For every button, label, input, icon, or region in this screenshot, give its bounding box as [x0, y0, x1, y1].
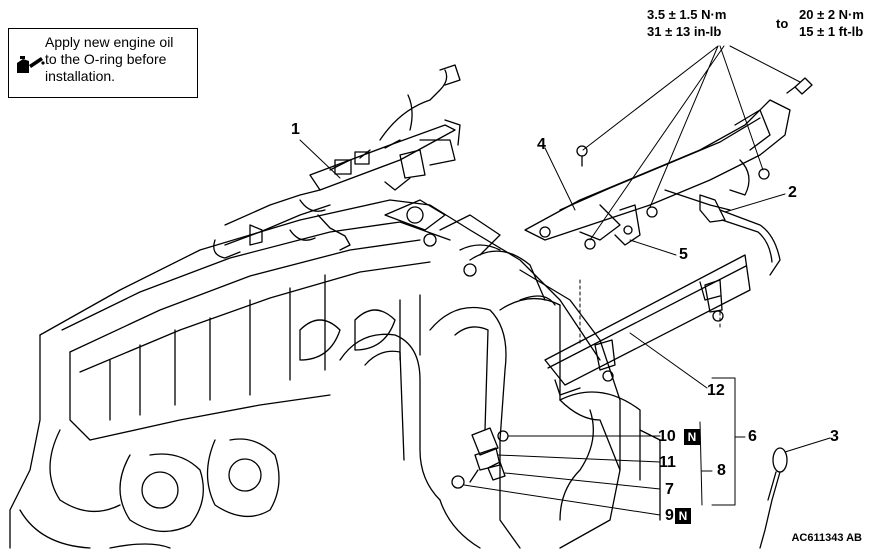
- harness-protector-12-drawing: [544, 254, 751, 396]
- callout-7: 7: [665, 481, 674, 498]
- figure-id: AC611343 AB: [791, 532, 862, 544]
- note-line-3: installation.: [45, 68, 116, 84]
- callout-10: 10: [658, 428, 676, 445]
- torque-joiner: to: [776, 16, 789, 31]
- callout-9: 9: [665, 507, 674, 524]
- torque-max-ftlb: 15 ± 1 ft-lb: [799, 24, 864, 39]
- callout-5: 5: [679, 246, 688, 263]
- torque-min-inlb: 31 ± 13 in-lb: [647, 24, 722, 39]
- callout-1: 1: [291, 121, 300, 138]
- oil-can-icon: [17, 56, 45, 73]
- intake-manifold-drawing: [339, 233, 661, 549]
- oil-application-note: Apply new engine oil to the O-ring befor…: [8, 28, 198, 98]
- callout-12: 12: [707, 382, 725, 399]
- non-reusable-badge-9: N: [675, 508, 691, 524]
- note-line-2: to the O-ring before: [45, 51, 167, 67]
- note-line-1: Apply new engine oil: [45, 34, 174, 50]
- leader-lines: [299, 45, 831, 516]
- engine-block-drawing: [9, 199, 601, 549]
- callout-2: 2: [788, 184, 797, 201]
- fuel-delivery-pipe-drawing: [524, 77, 813, 276]
- dipstick-3-drawing: [759, 447, 788, 549]
- torque-max-nm: 20 ± 2 N·m: [799, 7, 864, 22]
- callout-3: 3: [830, 428, 839, 445]
- callout-8: 8: [717, 462, 726, 479]
- non-reusable-badge-10: N: [684, 429, 700, 445]
- fuel-rail-1-drawing: [213, 64, 461, 259]
- callout-4: 4: [537, 136, 546, 153]
- callout-11: 11: [659, 454, 676, 471]
- callout-6: 6: [748, 428, 757, 445]
- torque-min-nm: 3.5 ± 1.5 N·m: [647, 7, 727, 22]
